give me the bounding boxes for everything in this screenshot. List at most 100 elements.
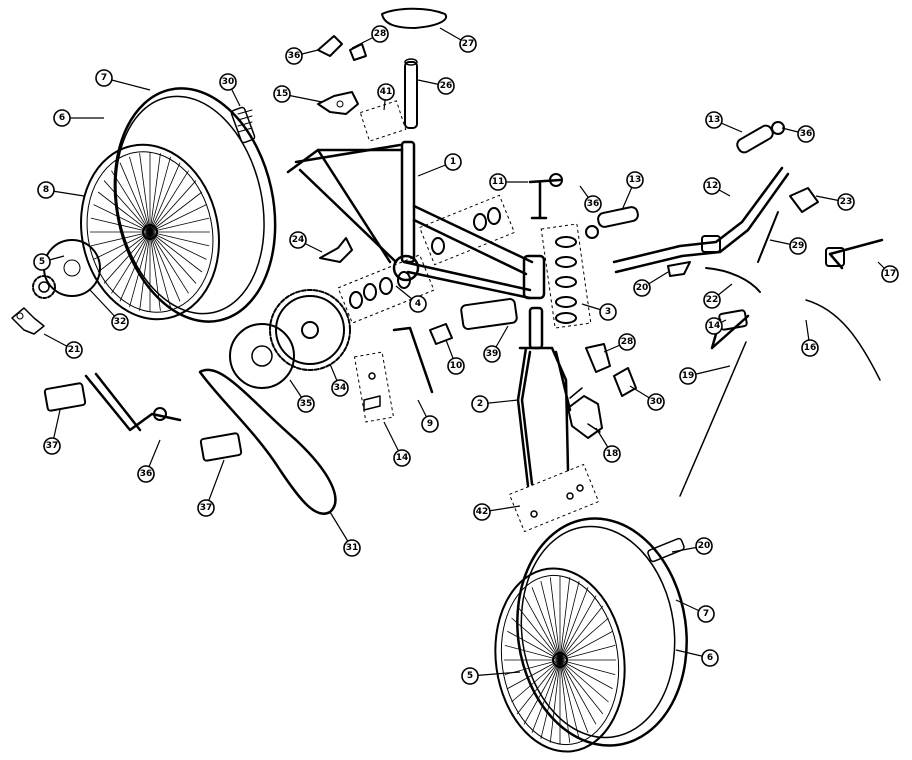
rear-axle-parts: [11, 307, 45, 335]
spoke: [559, 595, 597, 661]
label-circle: [584, 195, 602, 213]
label-circle: [703, 177, 721, 195]
spoke: [103, 180, 151, 233]
label-number: 8: [43, 185, 49, 195]
label-number: 32: [114, 317, 127, 327]
part-label: 2: [471, 395, 489, 413]
part-label: 11: [489, 173, 507, 191]
spoke: [516, 659, 561, 715]
label-number: 23: [840, 197, 853, 207]
label-circle: [444, 153, 462, 171]
part-label: 34: [331, 379, 349, 397]
part-label: 12: [703, 177, 721, 195]
spoke: [511, 659, 561, 703]
spoke: [559, 659, 616, 675]
spoke: [111, 231, 151, 294]
crank-arm: [84, 372, 182, 432]
label-number: 7: [101, 73, 107, 83]
part-label: 17: [881, 265, 899, 283]
label-circle: [53, 109, 71, 127]
pedal-right: [199, 432, 243, 462]
label-circle: [111, 313, 129, 331]
handlebar-grip-bottom: [597, 206, 639, 228]
label-number: 13: [629, 175, 642, 185]
label-circle: [483, 345, 501, 363]
bottom-bracket-bearings: [349, 271, 411, 309]
label-circle: [43, 437, 61, 455]
part-label: 23: [837, 193, 855, 211]
label-circle: [421, 415, 439, 433]
label-circle: [789, 237, 807, 255]
spoke: [90, 231, 151, 247]
spoke: [559, 659, 597, 725]
spoke: [149, 162, 181, 233]
label-number: 41: [380, 87, 393, 97]
chainring: [269, 289, 351, 371]
label-number: 36: [587, 199, 600, 209]
handlebar-grip-top: [736, 124, 774, 154]
part-label: 42: [473, 503, 491, 521]
part-label: 28: [371, 25, 389, 43]
bearing-cups: [431, 207, 501, 255]
freewheel-disc: [43, 239, 101, 297]
label-circle: [447, 357, 465, 375]
label-number: 4: [415, 299, 421, 309]
rear-wheel: [80, 87, 277, 323]
label-circle: [626, 171, 644, 189]
seat-clamp-parts: [317, 35, 367, 61]
part-label: 30: [647, 393, 665, 411]
spoke: [149, 231, 210, 247]
label-number: 13: [708, 115, 721, 125]
label-circle: [881, 265, 899, 283]
part-label: 19: [679, 367, 697, 385]
front-wheel-spokes: [504, 576, 616, 744]
part-label: 22: [703, 291, 721, 309]
rear-brake-caliper: [317, 91, 359, 115]
spoke: [149, 231, 207, 260]
part-label: 37: [43, 437, 61, 455]
label-number: 29: [792, 241, 805, 251]
label-circle: [33, 253, 51, 271]
rear-wheel-spokes: [90, 152, 210, 312]
label-circle: [705, 111, 723, 129]
label-number: 12: [706, 181, 719, 191]
part-label: 5: [461, 667, 479, 685]
label-number: 31: [346, 543, 359, 553]
part-label: 10: [447, 357, 465, 375]
spoke: [139, 153, 151, 233]
part-label: 31: [343, 539, 361, 557]
label-number: 17: [884, 269, 897, 279]
label-number: 20: [698, 541, 711, 551]
label-number: 27: [462, 39, 475, 49]
spoke: [559, 645, 616, 661]
label-number: 5: [467, 671, 473, 681]
spoke: [149, 156, 171, 233]
cable-clip: [667, 261, 691, 277]
spoke: [129, 231, 151, 308]
spoke: [559, 659, 580, 740]
part-label: 24: [289, 231, 307, 249]
part-label: 28: [618, 333, 636, 351]
label-number: 20: [636, 283, 649, 293]
label-circle: [599, 303, 617, 321]
part-label: 13: [705, 111, 723, 129]
label-circle: [377, 83, 395, 101]
part-label: 37: [197, 499, 215, 517]
spoke: [149, 170, 189, 233]
part-label: 27: [459, 35, 477, 53]
spoke: [540, 659, 561, 740]
part-label: 29: [789, 237, 807, 255]
spoke: [119, 162, 151, 233]
handlebar-stem: [528, 173, 563, 220]
spoke: [531, 659, 561, 733]
spoke: [559, 659, 571, 743]
spoke: [507, 659, 561, 690]
spoke: [129, 156, 151, 233]
label-circle: [797, 125, 815, 143]
spoke: [149, 231, 203, 273]
spoke: [559, 659, 609, 703]
spoke: [139, 231, 151, 311]
spoke: [149, 231, 189, 294]
handlebar: [612, 166, 790, 274]
